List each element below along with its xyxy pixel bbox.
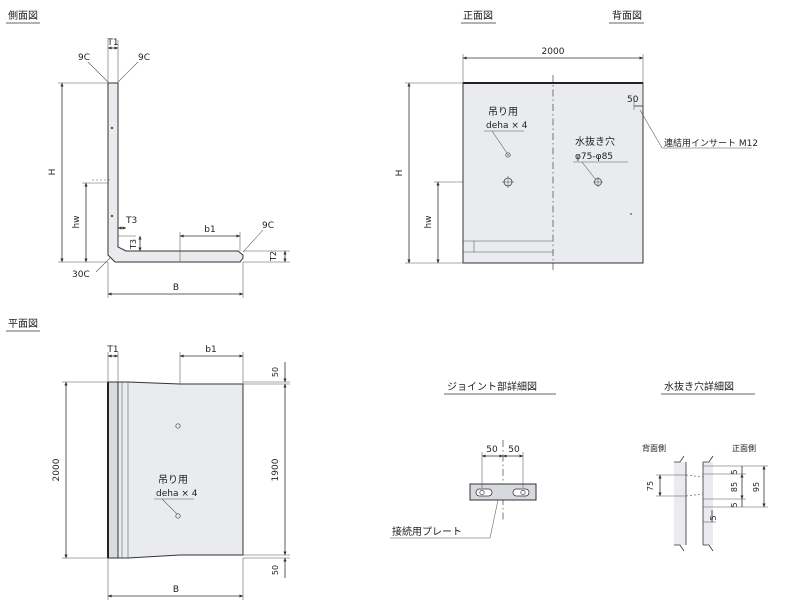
side-b1-label: b1 xyxy=(204,225,215,235)
plan-b-label: B xyxy=(173,585,179,595)
front-lifting-leader xyxy=(491,130,508,154)
joint-plate-label: 接続用プレート xyxy=(392,525,462,538)
view-titles: 側面図 正面図 背面図 平面図 ジョイント部詳細図 水抜き穴詳細図 xyxy=(6,9,755,395)
drain-back-side-label: 背面側 xyxy=(642,443,666,453)
drain-95-label: 95 xyxy=(752,482,761,492)
front-lifting-label: 吊り用 xyxy=(488,106,518,118)
plan-length-label: 2000 xyxy=(52,458,62,481)
front-insert-offset-label: 50 xyxy=(627,95,639,105)
drain-85-label: 85 xyxy=(730,482,739,492)
joint-left-dim-label: 50 xyxy=(486,445,498,455)
joint-detail-title: ジョイント部詳細図 xyxy=(447,380,537,393)
drain-5-mid-label: 5 xyxy=(730,502,739,507)
drain-detail: 背面側 正面側 75 5 85 5 95 5 xyxy=(642,443,768,552)
side-h-label: H xyxy=(48,169,58,176)
drain-break-bottom-right xyxy=(703,544,714,552)
drain-detail-title: 水抜き穴詳細図 xyxy=(664,380,734,393)
front-h-label: H xyxy=(395,170,405,177)
side-view-title: 側面図 xyxy=(8,9,38,22)
plan-lifting-label: 吊り用 xyxy=(158,474,188,486)
plan-lifting-hole-upper xyxy=(175,423,181,429)
plan-view: T1 b1 2000 50 1900 50 吊り用 deha × 4 B xyxy=(52,345,290,600)
drain-break-top-right xyxy=(703,455,714,463)
front-lifting-spec: deha × 4 xyxy=(486,121,528,131)
plan-top-offset-label: 50 xyxy=(271,367,280,377)
drain-wall-front xyxy=(703,462,713,545)
front-drain-leader xyxy=(581,161,597,181)
drain-wall-back xyxy=(674,462,686,545)
side-chamfer-left-leader xyxy=(87,61,109,83)
front-lifting-hole-center xyxy=(507,154,509,156)
drain-5-top-label: 5 xyxy=(730,469,739,474)
side-view: T1 9C 9C H hw T3 T3 b1 9C T2 30C B xyxy=(48,38,290,298)
joint-bolt-right xyxy=(520,489,526,496)
front-width-label: 2000 xyxy=(542,47,565,57)
plan-lifting-hole-lower xyxy=(175,513,181,519)
plan-lifting-spec: deha × 4 xyxy=(156,489,198,499)
front-drain-spec: φ75-φ85 xyxy=(575,152,613,162)
joint-bolt-left xyxy=(479,489,485,496)
side-b-label: B xyxy=(173,283,179,293)
front-back-view: 2000 H hw 吊り用 deha × 4 水抜き穴 φ75-φ85 50 連… xyxy=(395,47,758,270)
plan-b1-label: b1 xyxy=(205,345,216,355)
front-lifting-hole xyxy=(505,152,511,158)
front-insert-leader xyxy=(639,109,663,149)
drain-front-side-label: 正面側 xyxy=(732,443,756,453)
joint-plate-leader xyxy=(489,499,499,539)
side-insert-mark-upper xyxy=(110,126,114,130)
side-chamfer-toe-label: 9C xyxy=(262,221,274,231)
plan-view-title: 平面図 xyxy=(8,318,38,330)
drain-5-bottom-label: 5 xyxy=(709,515,718,520)
side-hw-label: hw xyxy=(72,215,82,228)
front-insert-label: 連結用インサート M12 xyxy=(664,137,758,149)
plan-lifting-leader xyxy=(161,498,178,515)
front-drain-label: 水抜き穴 xyxy=(575,135,615,148)
back-view-title: 背面図 xyxy=(612,9,642,22)
side-insert-mark-lower xyxy=(110,214,114,218)
side-chamfer-left-label: 9C xyxy=(78,53,90,63)
side-view-l-section xyxy=(107,82,244,263)
side-chamfer-toe-leader xyxy=(242,229,264,253)
plan-inner-length-label: 1900 xyxy=(271,458,281,481)
plan-bottom-offset-label: 50 xyxy=(271,565,280,575)
side-t3-label: T3 xyxy=(125,216,137,226)
plan-view-wall xyxy=(107,381,119,559)
side-t3-vertical-label: T3 xyxy=(129,239,138,250)
drain-break-bottom-left xyxy=(674,544,685,552)
side-chamfer-right-leader xyxy=(117,61,139,83)
drain-hole-taper xyxy=(685,474,704,497)
front-insert-mark xyxy=(630,213,632,215)
front-view-title: 正面図 xyxy=(463,10,493,22)
drain-break-top-left xyxy=(674,455,685,463)
drain-75-label: 75 xyxy=(646,481,655,491)
front-hw-label: hw xyxy=(424,215,434,228)
side-t2-label: T2 xyxy=(269,251,278,262)
joint-right-dim-label: 50 xyxy=(508,445,520,455)
side-t1-label: T1 xyxy=(106,38,118,48)
side-chamfer-right-label: 9C xyxy=(138,53,150,63)
side-chamfer-heel-leader xyxy=(95,257,111,273)
joint-detail: 50 50 接続用プレート xyxy=(390,440,537,539)
plan-t1-label: T1 xyxy=(106,345,118,355)
side-chamfer-heel-label: 30C xyxy=(72,270,90,280)
